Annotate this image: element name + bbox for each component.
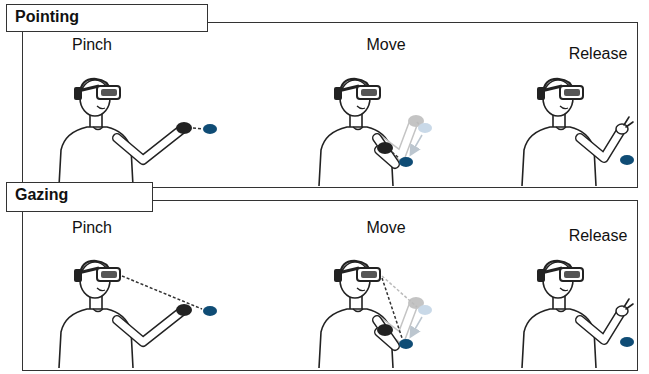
target-dot <box>203 124 217 134</box>
step-label: Move <box>366 36 405 54</box>
person-figure <box>319 261 424 368</box>
gaze-ray <box>122 276 202 309</box>
gaze-ray <box>382 276 417 307</box>
ghost-dot <box>418 123 432 133</box>
step-label: Release <box>569 227 628 245</box>
gaze-ray <box>382 278 402 338</box>
person-figure <box>319 79 424 186</box>
move-arrow <box>411 135 422 154</box>
person-figure <box>59 261 192 368</box>
step-label: Move <box>366 219 405 237</box>
target-dot <box>203 306 217 316</box>
pointing-ray <box>193 128 203 129</box>
ghost-dot <box>418 305 432 315</box>
step-label: Pinch <box>72 219 112 237</box>
target-dot <box>620 155 634 165</box>
panel-title: Pointing <box>6 4 208 32</box>
panel-title: Gazing <box>6 182 153 212</box>
target-dot <box>399 339 413 349</box>
panel-frame: Gazing <box>22 200 638 371</box>
person-figure <box>522 79 633 186</box>
step-label: Pinch <box>72 36 112 54</box>
target-dot <box>620 337 634 347</box>
target-dot <box>399 157 413 167</box>
panel-frame: Pointing <box>22 22 638 188</box>
person-figure <box>522 261 633 368</box>
person-figure <box>59 79 192 186</box>
move-arrow <box>411 317 422 336</box>
step-label: Release <box>569 45 628 63</box>
